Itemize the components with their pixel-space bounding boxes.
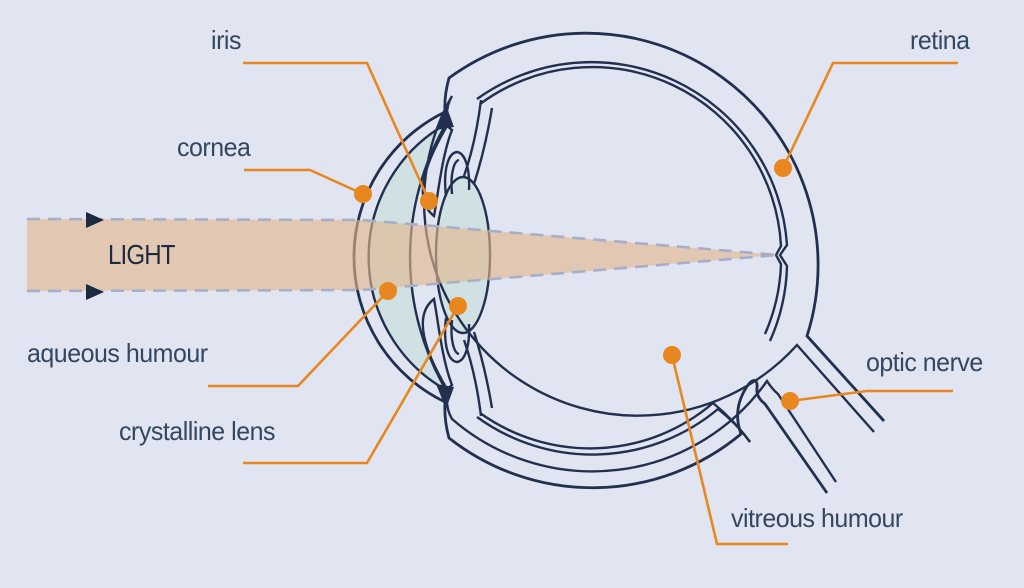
crystalline-lens-dot — [449, 297, 467, 315]
zonule-fiber-top-2 — [472, 107, 494, 185]
aqueous-humour-dot — [379, 282, 397, 300]
zonule-fiber-top-1 — [462, 99, 483, 177]
ciliary-arch-bottom-inner — [450, 319, 460, 356]
label-retina: retina — [910, 25, 970, 55]
label-iris: iris — [211, 25, 241, 55]
light-direction-arrow-top — [86, 212, 104, 228]
cornea-dot — [354, 185, 372, 203]
label-vitreous-humour: vitreous humour — [731, 503, 903, 533]
optic-nerve-dot — [781, 392, 799, 410]
label-crystalline-lens: crystalline lens — [119, 416, 276, 446]
retina-line-outer-top — [476, 60, 789, 342]
light-direction-arrow-bottom — [86, 284, 104, 300]
label-light: LIGHT — [108, 239, 175, 270]
retina-dot — [774, 159, 792, 177]
choroid-line-top — [422, 95, 875, 433]
iris-leader-line — [243, 61, 431, 202]
iris-root-bottom — [436, 384, 454, 409]
retina-line-inner-bottom — [479, 401, 751, 450]
aqueous-humour-leader-line — [208, 290, 389, 388]
light-beam-top-dashed-edge — [26, 217, 779, 257]
iris-band-top — [421, 124, 454, 219]
ciliary-arch-top — [443, 150, 471, 197]
label-aqueous-humour: aqueous humour — [27, 338, 208, 368]
zonule-fiber-bottom-1 — [462, 339, 483, 417]
iris-dot — [420, 192, 438, 210]
ciliary-arch-top-inner — [450, 158, 460, 195]
zonule-fiber-bottom-2 — [472, 331, 494, 409]
label-cornea: cornea — [177, 132, 251, 162]
cornea-leader-line — [244, 168, 364, 196]
vitreous-humour-dot — [663, 346, 681, 364]
light-beam-bottom-dashed-edge — [26, 253, 779, 293]
light-beam — [27, 219, 778, 291]
vitreous-humour-leader-line — [670, 354, 788, 546]
iris-root-top — [436, 105, 454, 130]
ciliary-arch-bottom — [443, 317, 471, 364]
label-optic-nerve: optic nerve — [866, 347, 983, 377]
retina-leader-line — [781, 61, 958, 169]
optic-nerve-leader-line — [789, 389, 953, 403]
choroid-line-bottom — [445, 378, 838, 483]
crystalline-lens-leader-line — [243, 305, 460, 465]
retina-line-inner-top — [479, 65, 783, 335]
